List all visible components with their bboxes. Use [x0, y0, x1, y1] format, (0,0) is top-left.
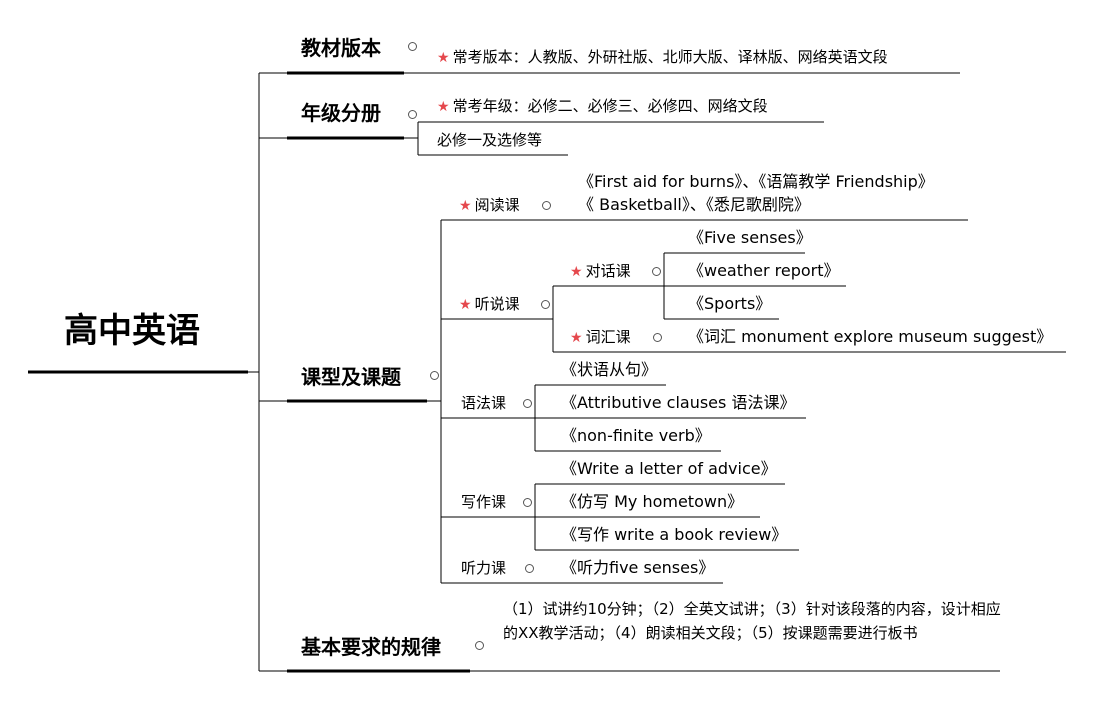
node-vocabulary[interactable]: ★词汇课 — [570, 328, 631, 346]
writing-topic[interactable]: 《Write a letter of advice》 — [561, 459, 777, 478]
star-icon: ★ — [437, 50, 450, 66]
collapse-toggle-icon[interactable] — [408, 110, 417, 119]
grade-leaf-common[interactable]: ★常考年级：必修二、必修三、必修四、网络文段 — [437, 97, 768, 115]
collapse-toggle-icon[interactable] — [525, 564, 534, 573]
collapse-toggle-icon[interactable] — [541, 300, 550, 309]
node-grammar[interactable]: 语法课 — [461, 394, 507, 412]
branch-grade-volume[interactable]: 年级分册 — [301, 101, 381, 125]
vocabulary-topic[interactable]: 《词汇 monument explore museum suggest》 — [688, 327, 1053, 346]
collapse-toggle-icon[interactable] — [430, 371, 439, 380]
version-leaf[interactable]: ★常考版本：人教版、外研社版、北师大版、译林版、网络英语文段 — [437, 48, 888, 66]
grammar-topic[interactable]: 《non-finite verb》 — [561, 426, 711, 445]
reading-topics-line1[interactable]: 《First aid for burns》、《语篇教学 Friendship》 — [578, 172, 934, 191]
collapse-toggle-icon[interactable] — [523, 498, 532, 507]
node-listening[interactable]: 听力课 — [461, 559, 507, 577]
node-writing[interactable]: 写作课 — [461, 493, 507, 511]
dialogue-topic[interactable]: 《Sports》 — [688, 294, 772, 313]
dialogue-topic[interactable]: 《weather report》 — [688, 261, 840, 280]
star-icon: ★ — [570, 264, 583, 280]
branch-textbook-version[interactable]: 教材版本 — [301, 36, 381, 60]
dialogue-topic[interactable]: 《Five senses》 — [688, 228, 812, 247]
grade-leaf-other[interactable]: 必修一及选修等 — [437, 131, 543, 149]
grammar-topic[interactable]: 《Attributive clauses 语法课》 — [561, 393, 796, 412]
root-topic[interactable]: 高中英语 — [64, 311, 200, 351]
branch-basic-requirements[interactable]: 基本要求的规律 — [301, 635, 441, 659]
writing-topic[interactable]: 《写作 write a book review》 — [561, 525, 788, 544]
collapse-toggle-icon[interactable] — [475, 641, 484, 650]
star-icon: ★ — [459, 198, 472, 214]
collapse-toggle-icon[interactable] — [542, 201, 551, 210]
branch-lesson-types[interactable]: 课型及课题 — [301, 365, 401, 389]
writing-topic[interactable]: 《仿写 My hometown》 — [561, 492, 744, 511]
star-icon: ★ — [437, 99, 450, 115]
node-dialogue[interactable]: ★对话课 — [570, 262, 631, 280]
grammar-topic[interactable]: 《状语从句》 — [561, 360, 658, 379]
collapse-toggle-icon[interactable] — [408, 42, 417, 51]
node-reading[interactable]: ★阅读课 — [459, 196, 520, 214]
star-icon: ★ — [570, 330, 583, 346]
collapse-toggle-icon[interactable] — [523, 399, 532, 408]
star-icon: ★ — [459, 297, 472, 313]
collapse-toggle-icon[interactable] — [653, 333, 662, 342]
reading-topics-line2[interactable]: 《 Basketball》、《悉尼歌剧院》 — [578, 195, 810, 214]
node-listening-speaking[interactable]: ★听说课 — [459, 295, 520, 313]
requirements-text[interactable]: （1）试讲约10分钟；（2）全英文试讲；（3）针对该段落的内容，设计相应的XX教… — [503, 600, 1001, 642]
listening-topic[interactable]: 《听力five senses》 — [561, 558, 715, 577]
collapse-toggle-icon[interactable] — [652, 267, 661, 276]
